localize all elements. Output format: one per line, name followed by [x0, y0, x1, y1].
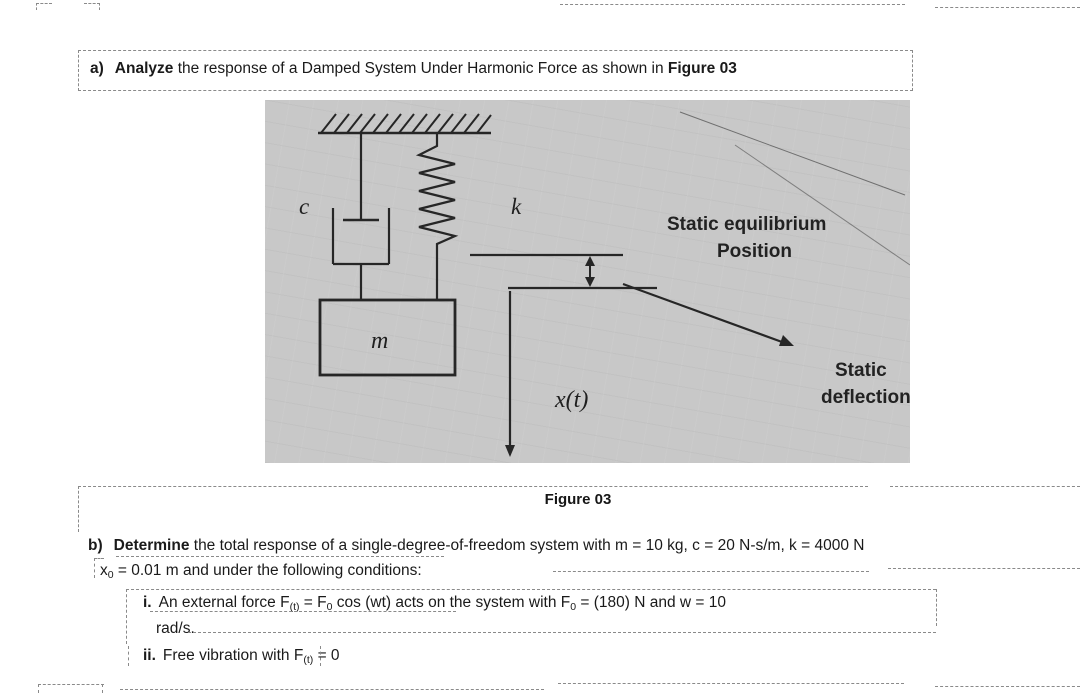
dashed-annotation — [935, 7, 1080, 8]
condition-i-text: i.An external force F(t) = F0 cos (wt) a… — [143, 593, 726, 614]
question-a-figure-ref: Figure 03 — [667, 60, 737, 77]
question-a-verb: Analyze — [114, 60, 174, 77]
static-equilibrium-label-line2: Position — [717, 241, 792, 262]
question-b-body: the total response of a single-degree-of… — [189, 537, 865, 554]
spring-label: k — [511, 194, 522, 219]
dashed-annotation — [94, 558, 95, 578]
f0-subscript: 0 — [570, 601, 577, 613]
figure-caption: Figure 03 — [544, 491, 612, 508]
dashed-annotation — [558, 683, 904, 684]
condition-i-body: cos (wt) acts on the system with F — [332, 594, 571, 611]
question-b-initial-condition: x0 = 0.01 m and under the following cond… — [100, 561, 422, 582]
displacement-label: x(t) — [554, 387, 588, 413]
dashed-annotation — [936, 589, 937, 626]
force-t-subscript: (t) — [303, 654, 314, 666]
dashed-annotation — [99, 3, 100, 10]
dashed-annotation — [888, 568, 1080, 569]
damper — [331, 133, 391, 300]
dashed-annotation — [36, 3, 37, 10]
condition-ii-text: ii. Free vibration with F(t) = 0 — [143, 646, 340, 667]
condition-ii-body: = 0 — [313, 647, 340, 664]
figure-03-diagram: c k m — [299, 111, 911, 457]
static-deflection-pointer-arrow — [622, 282, 794, 346]
dashed-annotation — [38, 684, 39, 693]
force-t-subscript: (t) — [289, 601, 300, 613]
question-a-number: a) — [90, 60, 104, 77]
dashed-annotation — [116, 556, 444, 557]
condition-ii-body: Free vibration with F — [162, 647, 304, 664]
static-deflection-label-line1: Static — [835, 360, 887, 381]
x0-symbol: x — [100, 562, 108, 579]
dashed-annotation — [935, 686, 1080, 687]
static-equilibrium-label-line1: Static equilibrium — [667, 214, 826, 235]
dashed-annotation — [120, 689, 544, 690]
dashed-annotation — [126, 589, 127, 644]
scan-artifact-line — [679, 111, 906, 196]
condition-ii-number: ii. — [143, 647, 156, 664]
dashed-annotation — [102, 684, 103, 693]
dashed-annotation — [84, 3, 100, 4]
dashed-annotation — [36, 3, 52, 4]
displacement-arrow — [505, 291, 515, 457]
dashed-annotation — [94, 558, 104, 559]
question-b-number: b) — [88, 537, 103, 554]
mass-block — [318, 298, 457, 377]
dashed-annotation — [553, 571, 869, 572]
condition-i-body: An external force F — [158, 594, 290, 611]
static-deflection-double-arrow — [585, 256, 595, 287]
dashed-annotation — [128, 646, 129, 666]
question-a-annotation-box — [78, 50, 913, 91]
dashed-annotation — [78, 486, 868, 487]
figure-03-image: c k m — [265, 100, 911, 463]
question-b-verb: Determine — [113, 537, 190, 554]
spring — [415, 133, 459, 300]
static-deflection-label-line2: deflection — [821, 387, 910, 408]
scan-artifact-line — [734, 144, 911, 266]
dashed-annotation — [126, 589, 936, 590]
condition-i-body: = (180) N and w = 10 — [576, 594, 726, 611]
condition-i-units: rad/s. — [156, 620, 195, 637]
f0-subscript: 0 — [326, 601, 333, 613]
dashed-annotation — [320, 646, 321, 666]
dashed-annotation — [150, 611, 456, 612]
question-a-body: the response of a Damped System Under Ha… — [173, 60, 668, 77]
mass-label: m — [371, 328, 388, 354]
dashed-annotation — [890, 486, 1080, 487]
condition-i-body: = F — [299, 594, 327, 611]
conditions-text: = 0.01 m and under the following conditi… — [113, 562, 422, 579]
dashed-annotation — [78, 486, 79, 532]
question-a-text: a) Analyze the response of a Damped Syste… — [90, 59, 737, 79]
question-b-text: b) Determine the total response of a sing… — [88, 536, 864, 556]
ceiling-support — [318, 113, 492, 135]
x0-subscript: 0 — [107, 569, 114, 581]
condition-i-number: i. — [143, 594, 152, 611]
damper-label: c — [299, 194, 309, 219]
dashed-annotation — [38, 684, 104, 685]
dashed-annotation — [560, 4, 905, 5]
dashed-annotation — [188, 632, 936, 633]
